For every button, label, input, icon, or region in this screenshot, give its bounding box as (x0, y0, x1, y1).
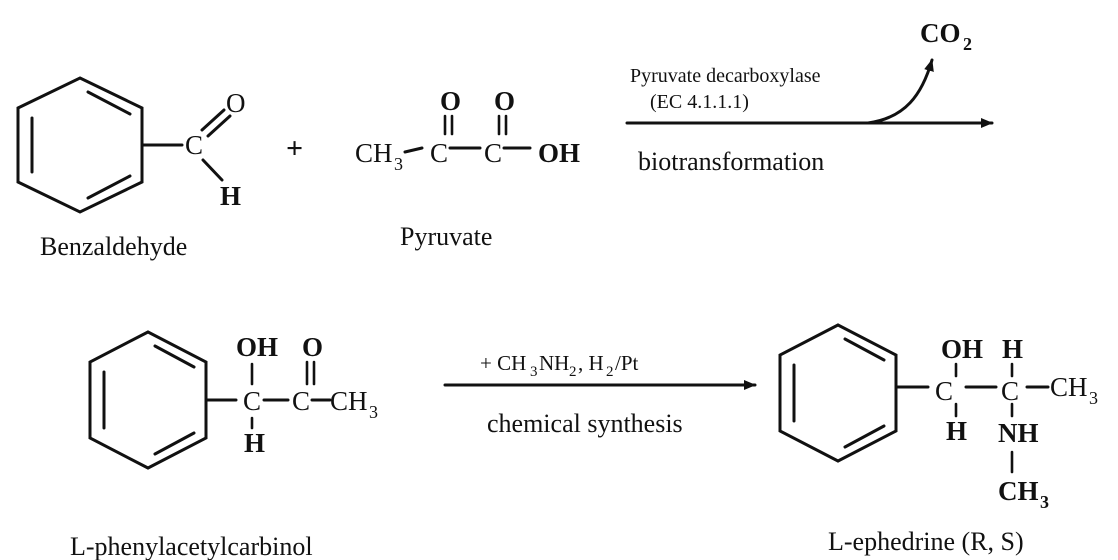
reagent-sub-2: 2 (606, 364, 614, 380)
co2-release-arrow (866, 58, 934, 125)
ephedrine-label: L-ephedrine (R, S) (828, 527, 1024, 556)
ring-double-bond (843, 337, 886, 362)
hydroxyl-group: OH (538, 138, 580, 168)
n-methyl-ch: CH (998, 476, 1039, 506)
pac-label: L-phenylacetylcarbinol (70, 532, 313, 560)
bond (403, 146, 424, 154)
methyl-ch: CH (1050, 372, 1088, 402)
reagent-h: , H (578, 351, 604, 375)
benzaldehyde-structure: C O H (16, 76, 246, 214)
atom-hydrogen: H (220, 181, 241, 211)
condition-biotransformation: biotransformation (638, 147, 824, 176)
atom-oxygen: O (440, 86, 461, 116)
benzene-ring (16, 76, 144, 214)
ring-double-bond (843, 424, 886, 449)
benzaldehyde-label: Benzaldehyde (40, 232, 187, 261)
enzyme-ec-number: (EC 4.1.1.1) (650, 91, 749, 113)
atom-oxygen: O (226, 88, 246, 118)
methyl-ch: CH (355, 138, 393, 168)
carbonyl-bond (206, 114, 232, 138)
atom-carbon: C (430, 138, 448, 168)
atom-carbon: C (484, 138, 502, 168)
bond (201, 158, 224, 182)
hydroxyl-group: OH (941, 334, 983, 364)
atom-hydrogen: H (244, 428, 265, 458)
atom-carbon: C (935, 376, 953, 406)
carbonyl-bond (200, 108, 226, 132)
reagent-sub-3: 3 (530, 364, 538, 380)
benzene-ring (778, 323, 898, 463)
ephedrine-structure: OH C H H C CH 3 NH CH 3 (778, 323, 1098, 512)
reagent-sub-2: 2 (569, 364, 577, 380)
reagent-nh: NH (539, 351, 569, 375)
atom-carbon: C (292, 386, 310, 416)
atom-hydrogen: H (946, 416, 967, 446)
subscript-3: 3 (1089, 388, 1098, 408)
hydroxyl-group: OH (236, 332, 278, 362)
condition-chemical-synthesis: chemical synthesis (487, 409, 683, 438)
subscript-3: 3 (1040, 492, 1049, 512)
amine-nh: NH (998, 418, 1039, 448)
reaction-arrow-2: + CH 3 NH 2 , H 2 /Pt chemical synthesis (443, 351, 757, 438)
plus-sign: + (286, 132, 303, 165)
reagent-catalyst: /Pt (615, 351, 639, 375)
atom-oxygen: O (302, 332, 323, 362)
pac-structure: OH C H C O CH 3 (88, 330, 378, 470)
ring-double-bond (86, 174, 132, 200)
benzene-ring (88, 330, 208, 470)
co2-product: CO (920, 18, 961, 48)
atom-carbon: C (243, 386, 261, 416)
methyl-ch: CH (330, 386, 368, 416)
atom-carbon: C (185, 130, 203, 160)
ring-double-bond (153, 431, 196, 456)
atom-oxygen: O (494, 86, 515, 116)
pyruvate-label: Pyruvate (400, 222, 492, 251)
reaction-arrow-1: Pyruvate decarboxylase (EC 4.1.1.1) biot… (625, 18, 994, 176)
atom-hydrogen: H (1002, 334, 1023, 364)
atom-carbon: C (1001, 376, 1019, 406)
ring-double-bond (86, 90, 132, 116)
co2-subscript: 2 (963, 34, 972, 54)
pyruvate-structure: CH 3 C O C O OH (355, 86, 580, 174)
subscript-3: 3 (394, 154, 403, 174)
enzyme-name: Pyruvate decarboxylase (630, 65, 821, 87)
reagent-prefix: + CH (480, 351, 526, 375)
subscript-3: 3 (369, 402, 378, 422)
ring-double-bond (153, 344, 196, 369)
